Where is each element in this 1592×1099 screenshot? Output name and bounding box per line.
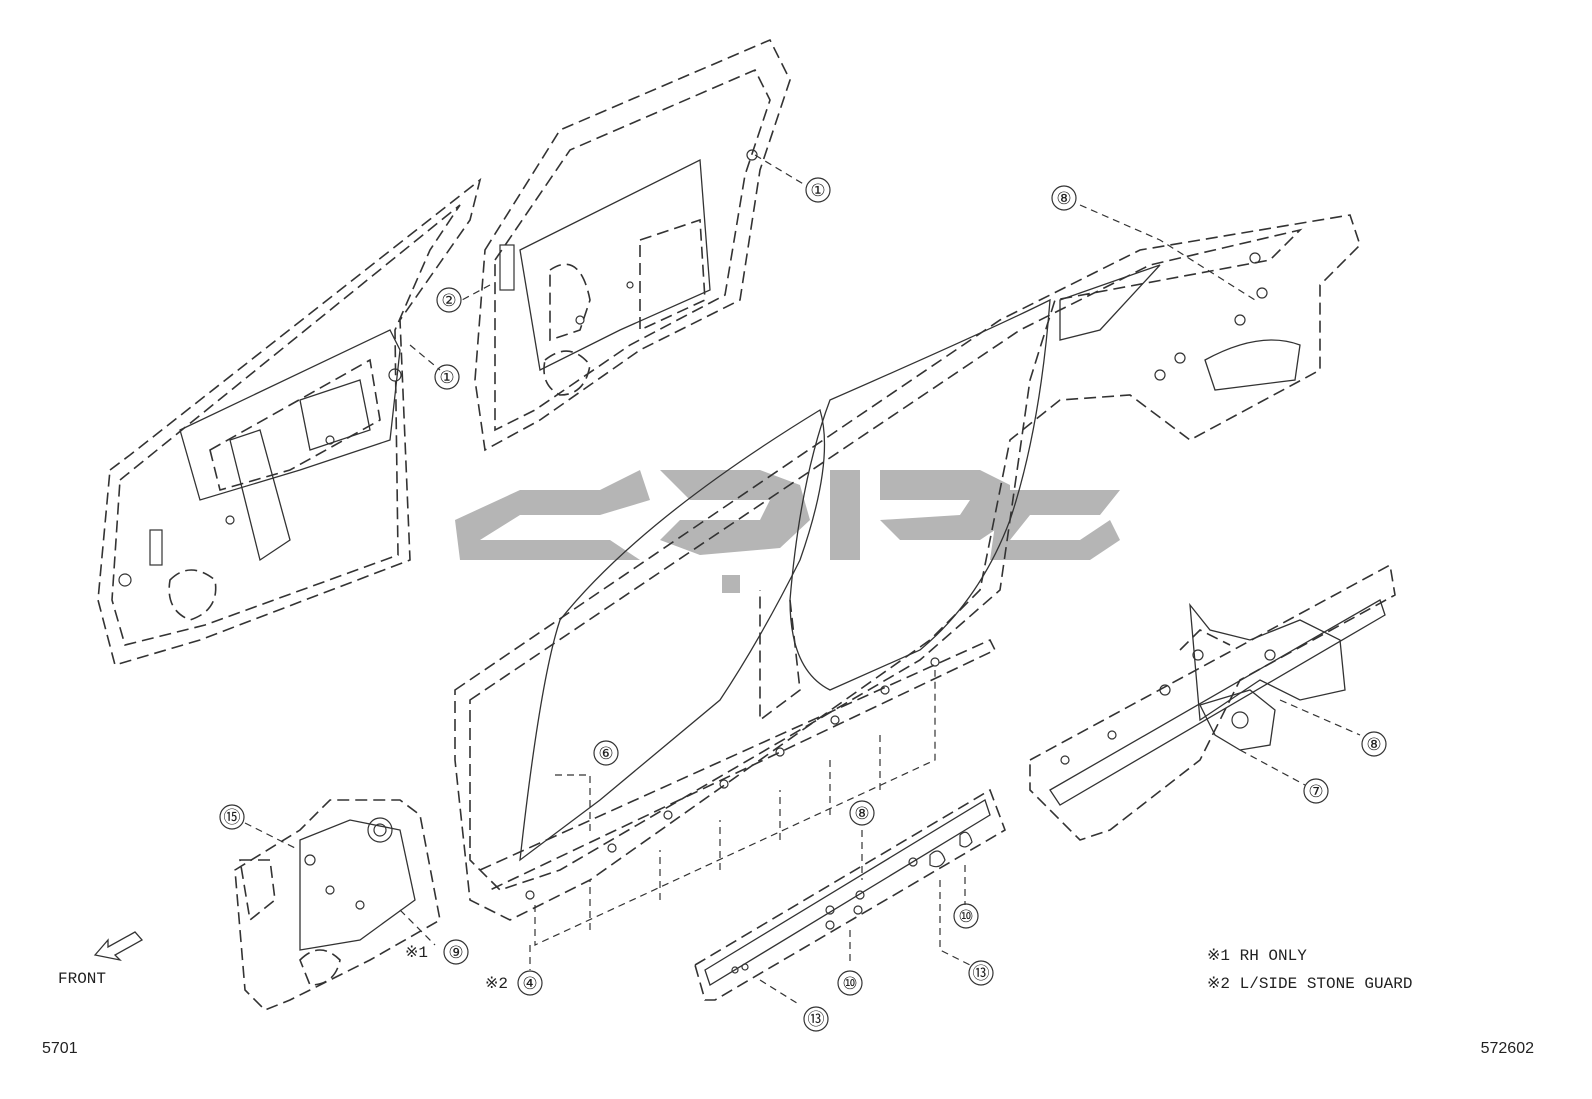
svg-text:④: ④ — [522, 974, 537, 993]
leader-line — [754, 154, 806, 186]
svg-text:⑩: ⑩ — [842, 974, 857, 993]
callout-13-right: ⑬ — [968, 960, 994, 986]
leader-line — [534, 670, 936, 946]
svg-text:⑧: ⑧ — [1366, 735, 1381, 754]
callout-15: ⑮ — [219, 804, 245, 830]
callout-10-right: ⑩ — [953, 903, 979, 929]
leader-line — [244, 822, 296, 849]
callout-1-front-door: ① — [434, 364, 460, 390]
callout-6: ⑥ — [593, 740, 619, 766]
rocker-reinforcement — [694, 788, 1006, 1001]
svg-text:①: ① — [439, 368, 454, 387]
rear-floor-side-member — [1029, 563, 1396, 841]
svg-text:⑨: ⑨ — [448, 943, 463, 962]
svg-text:⑥: ⑥ — [598, 744, 613, 763]
svg-text:⑧: ⑧ — [854, 804, 869, 823]
svg-text:⑧: ⑧ — [1056, 189, 1071, 208]
diagram-code-right: 572602 — [1480, 1040, 1534, 1057]
callout-8-rocker: ⑧ — [849, 800, 875, 826]
note-stone-guard: ※2 L/SIDE STONE GUARD — [1207, 975, 1412, 993]
svg-text:⑬: ⑬ — [808, 1010, 825, 1029]
callout-10-left: ⑩ — [837, 970, 863, 996]
leader-line — [1239, 749, 1306, 786]
diagram-code-left: 5701 — [42, 1040, 78, 1057]
front-label: FRONT — [58, 970, 106, 988]
leader-line — [399, 909, 436, 946]
watermark-logo — [455, 470, 1120, 593]
note-rh-only: ※1 RH ONLY — [1207, 947, 1307, 965]
leader-line — [759, 979, 801, 1006]
rh-only-mark: ※1 — [405, 944, 428, 962]
side-outer-panel — [454, 214, 1361, 921]
svg-text:⑦: ⑦ — [1308, 782, 1323, 801]
callout-9: ⑨ — [443, 939, 469, 965]
leader-line — [1079, 204, 1256, 301]
front-arrow-icon — [93, 931, 144, 962]
leader-line — [461, 284, 491, 301]
svg-text:②: ② — [441, 291, 456, 310]
callout-13-left: ⑬ — [803, 1006, 829, 1032]
callout-8-floor: ⑧ — [1361, 731, 1387, 757]
front-door-panel — [97, 177, 482, 667]
svg-text:⑩: ⑩ — [958, 907, 973, 926]
leader-line — [1279, 699, 1361, 736]
svg-text:⑮: ⑮ — [224, 808, 241, 827]
front-apron-panel — [234, 799, 441, 1011]
leader-line — [409, 344, 441, 371]
svg-text:①: ① — [810, 181, 825, 200]
callout-4: ④ — [517, 970, 543, 996]
svg-text:⑬: ⑬ — [973, 964, 990, 983]
stone-guard-mark: ※2 — [485, 975, 508, 993]
rear-door-panel — [474, 38, 791, 452]
callout-2: ② — [436, 287, 462, 313]
callout-7: ⑦ — [1303, 778, 1329, 804]
callout-8-side-panel: ⑧ — [1051, 185, 1077, 211]
leader-line — [589, 735, 881, 930]
callout-1-door: ① — [805, 177, 831, 203]
leader-line — [555, 774, 591, 835]
